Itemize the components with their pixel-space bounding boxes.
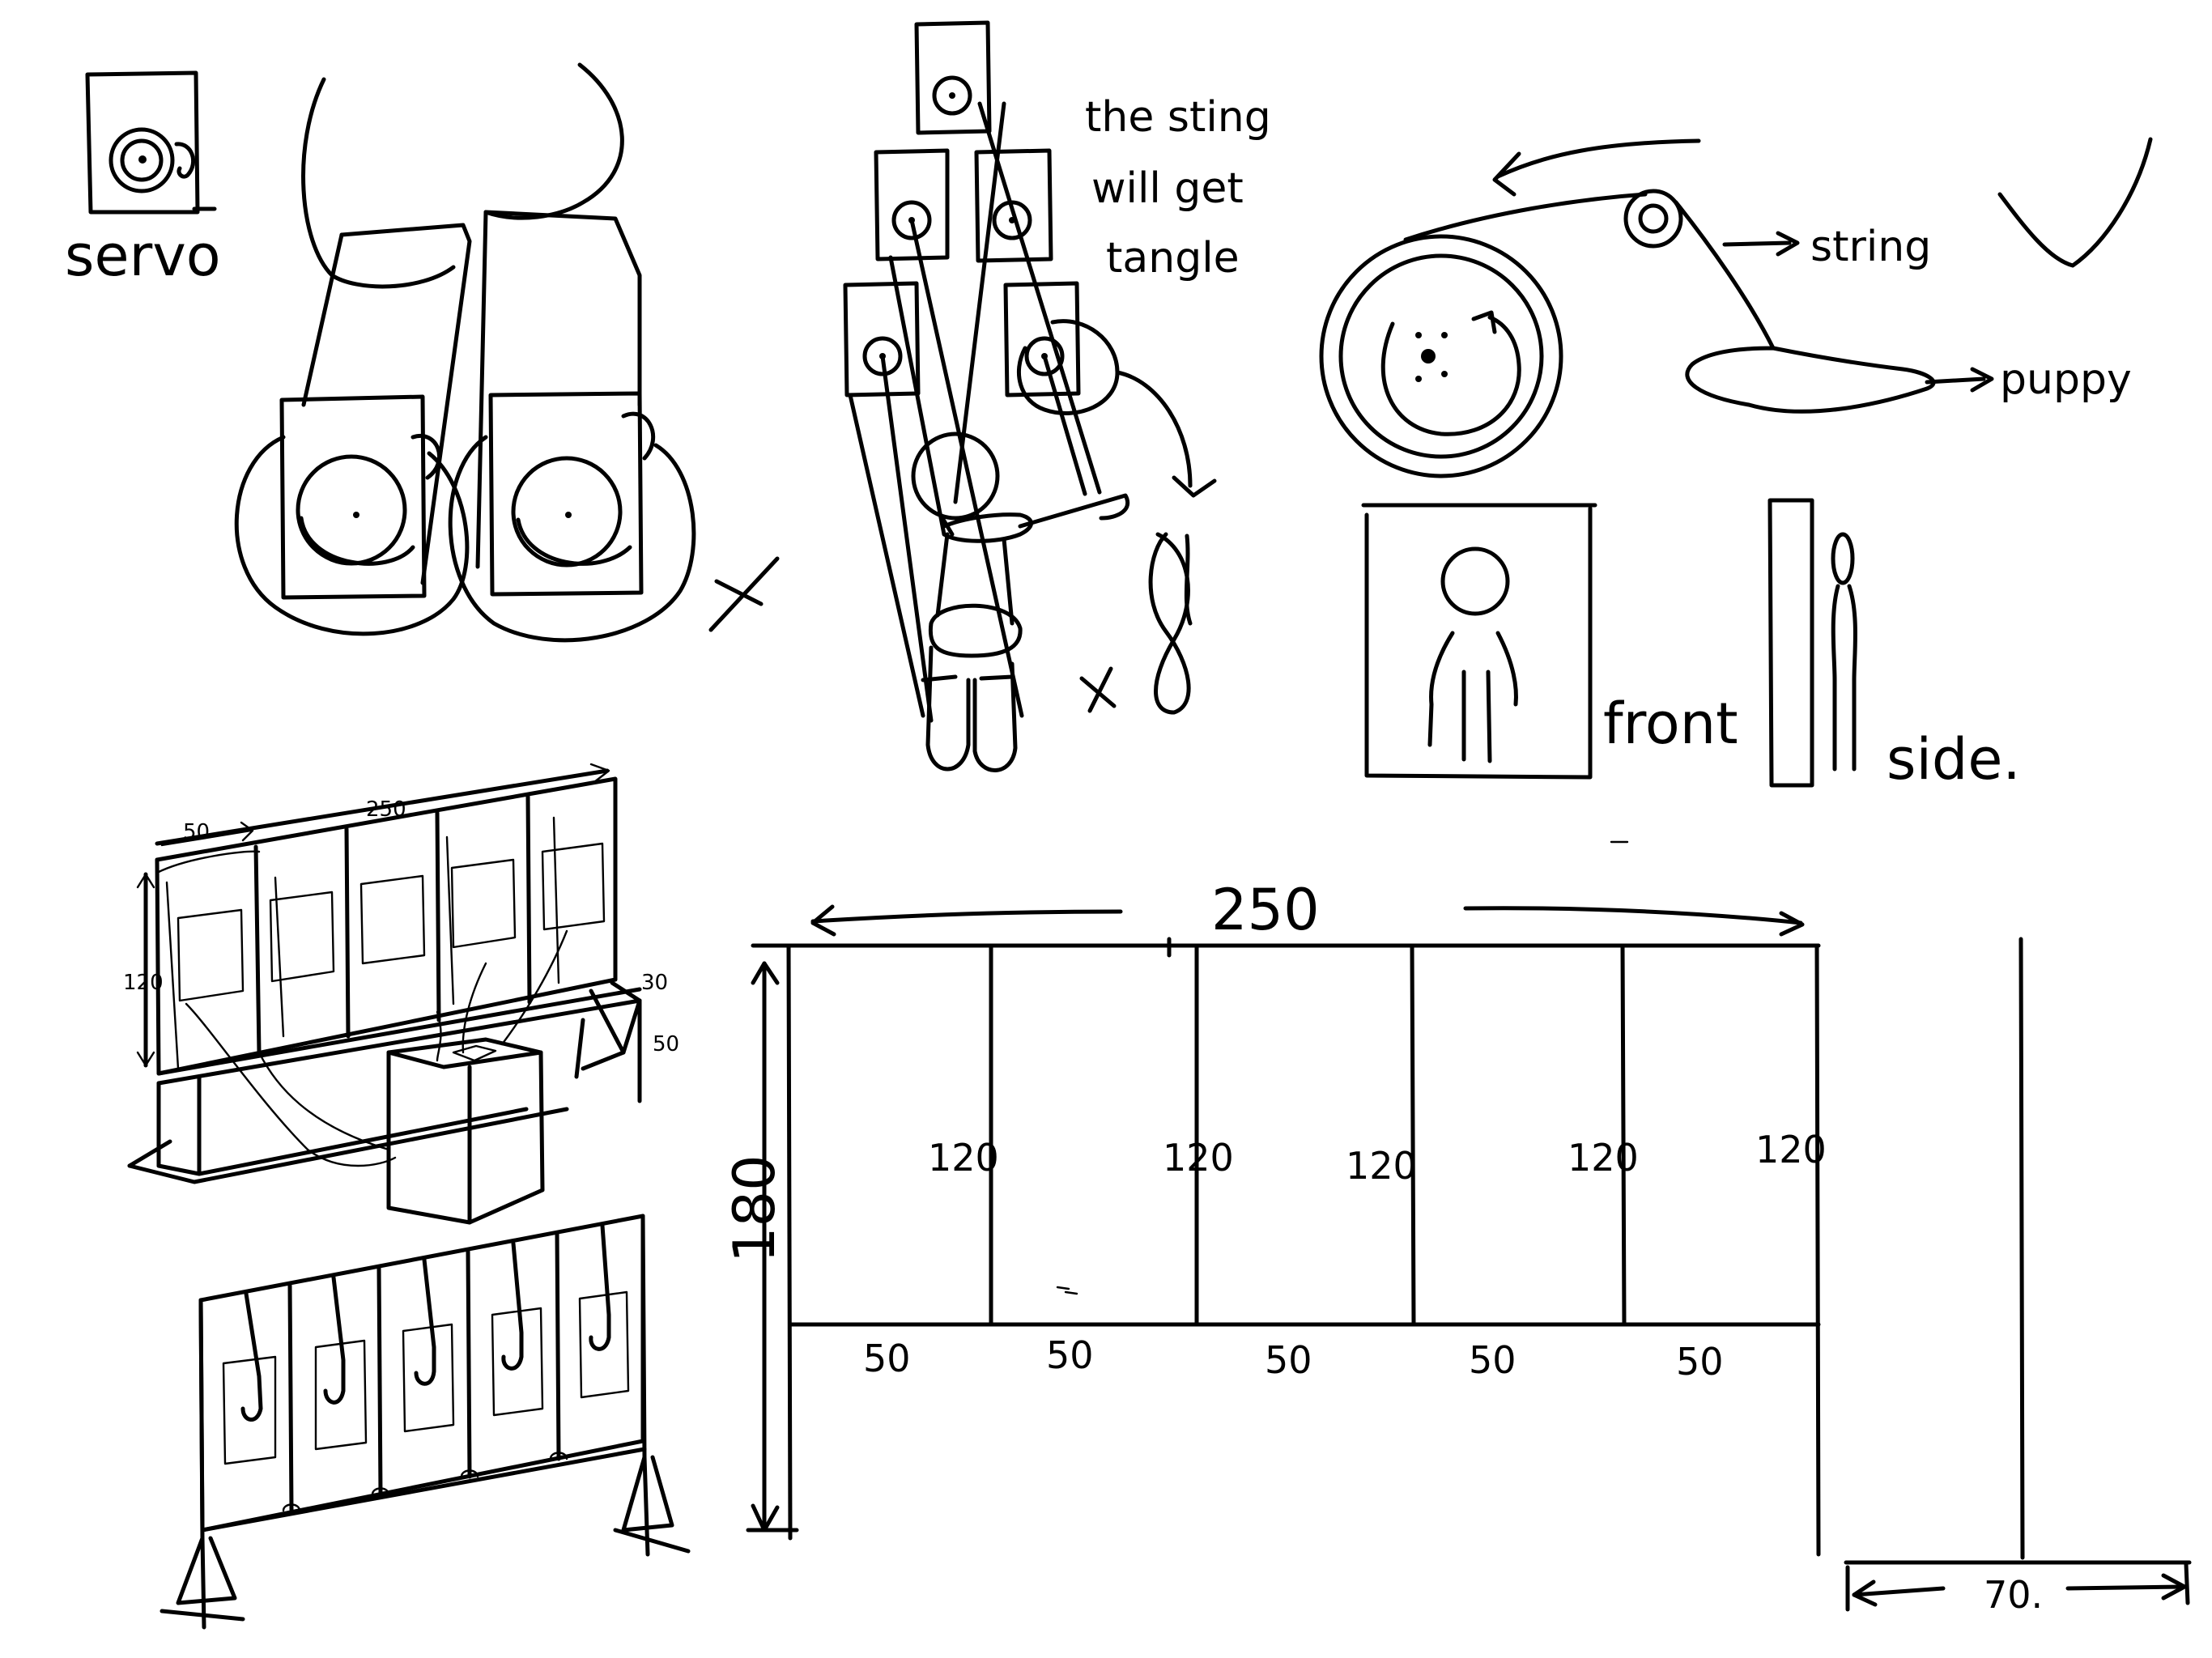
- string-label: string: [1810, 223, 1931, 271]
- tangle-note-line-3: tangle: [1106, 234, 1240, 283]
- front-label: front: [1603, 691, 1738, 757]
- panel-height-2: 120: [1163, 1136, 1234, 1180]
- perspective-total-width: 250: [366, 797, 406, 822]
- dual-servo-sketch: [234, 62, 780, 643]
- side-elevation: [1064, 840, 2192, 1612]
- tangle-note-line-1: the sting: [1085, 93, 1271, 142]
- perspective-depth: 30: [641, 971, 668, 995]
- spool-sketch: [1319, 137, 2153, 478]
- side-view-figure: [1767, 498, 1857, 788]
- panel-width-2: 50: [1046, 1333, 1094, 1377]
- front-elevation: [746, 904, 1821, 1557]
- puppy-label: puppy: [2000, 355, 2132, 404]
- perspective-height: 120: [123, 971, 164, 995]
- front-view-figure: [1361, 503, 1597, 780]
- panel-width-5: 50: [1676, 1340, 1724, 1384]
- side-elevation-depth: 70.: [1984, 1573, 2043, 1617]
- panel-height-4: 120: [1568, 1136, 1639, 1180]
- panel-height-5: 120: [1755, 1128, 1827, 1171]
- servo-label: servo: [65, 223, 221, 289]
- perspective-shelf-height: 50: [653, 1032, 679, 1056]
- panel-height-1: 120: [928, 1136, 999, 1180]
- front-elevation-total-width: 250: [1211, 877, 1320, 943]
- perspective-panel-width: 50: [183, 820, 210, 844]
- perspective-stand: [127, 763, 642, 1225]
- panel-width-4: 50: [1469, 1338, 1516, 1382]
- servo-icon: [85, 70, 217, 215]
- panel-width-3: 50: [1265, 1338, 1312, 1382]
- panel-width-1: 50: [863, 1337, 911, 1380]
- tangle-sketch: [843, 20, 1217, 772]
- front-elevation-total-height: 180: [721, 1154, 788, 1263]
- tangle-note-line-2: will get: [1091, 164, 1244, 213]
- panel-height-3: 120: [1346, 1144, 1417, 1188]
- hanging-frame: [160, 1214, 691, 1630]
- side-label: side.: [1887, 726, 2021, 793]
